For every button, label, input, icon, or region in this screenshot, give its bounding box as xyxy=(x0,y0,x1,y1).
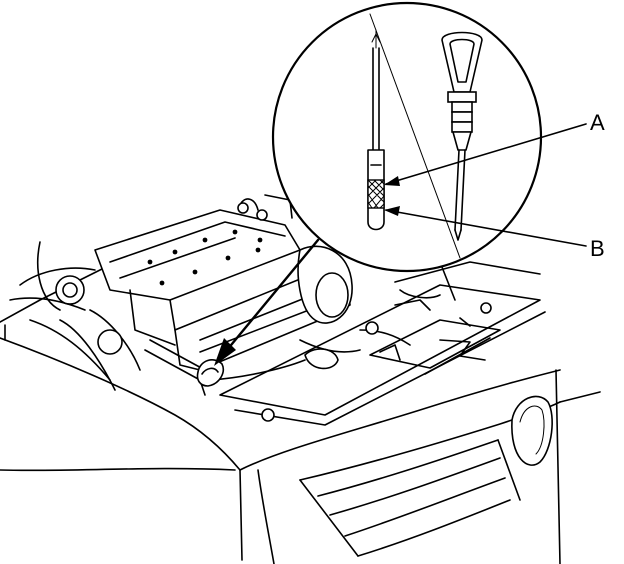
engine xyxy=(9,194,431,396)
front-grille xyxy=(239,369,601,564)
callout-label-b: B xyxy=(590,236,605,261)
callout-leaders xyxy=(384,123,587,247)
radiator-cover xyxy=(219,261,546,426)
callout-label-a: A xyxy=(590,110,605,135)
detail-circle xyxy=(271,1,543,273)
location-arrow xyxy=(214,238,320,366)
dipstick-location xyxy=(196,359,224,387)
